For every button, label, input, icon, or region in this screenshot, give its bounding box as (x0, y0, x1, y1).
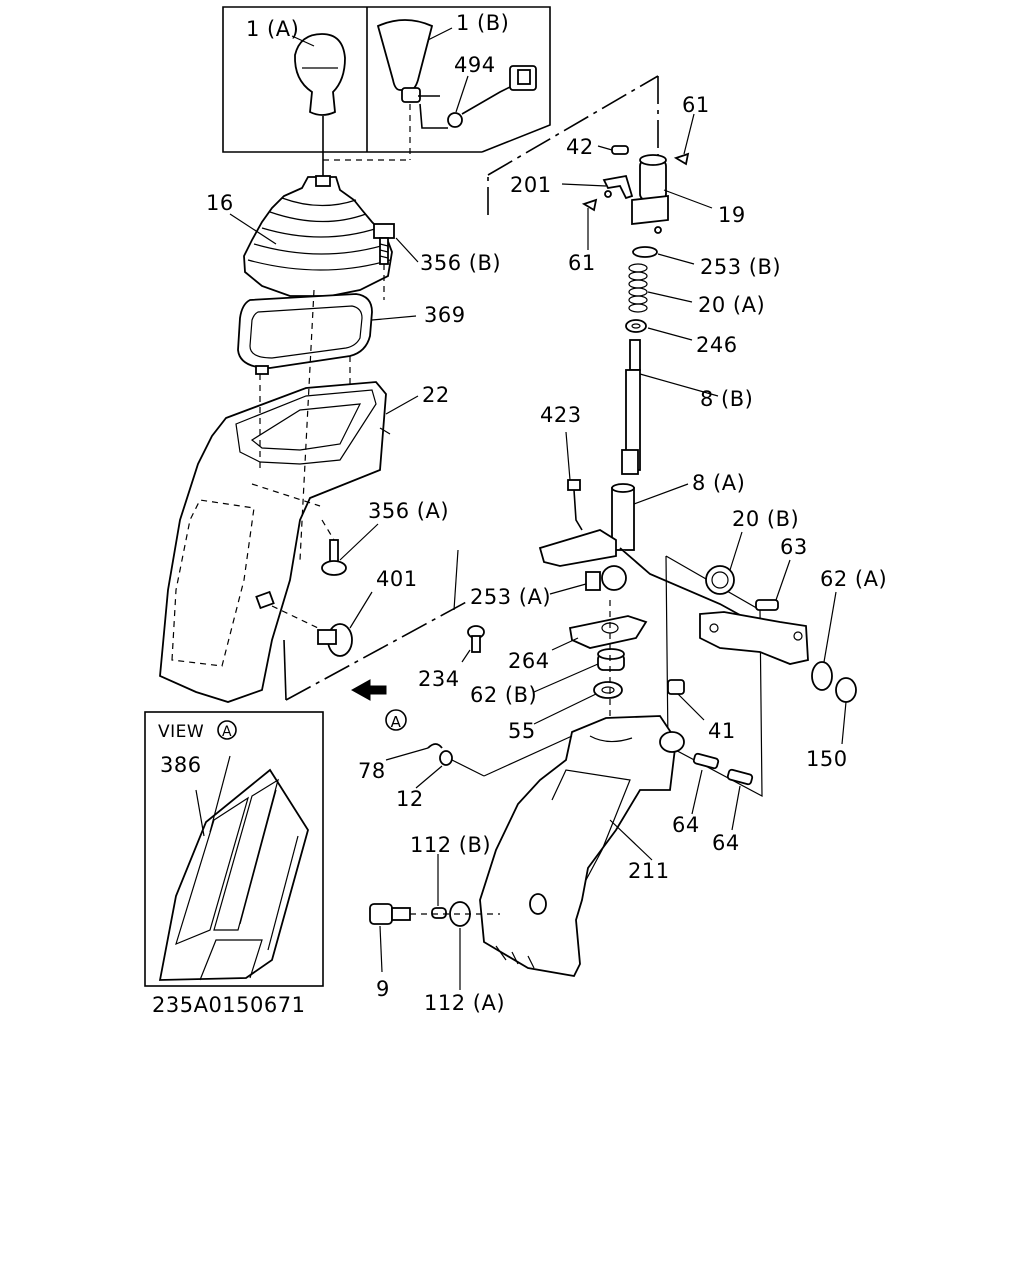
label-22: 22 (422, 383, 450, 407)
label-16: 16 (206, 191, 234, 215)
label-264: 264 (508, 649, 550, 673)
washer-253b (632, 246, 658, 258)
label-211: 211 (628, 859, 670, 883)
label-1b: 1 (B) (456, 11, 509, 35)
label-356b: 356 (B) (420, 251, 501, 275)
washer-12 (439, 750, 453, 766)
view-marker-circle (385, 709, 407, 731)
pin-42 (611, 145, 629, 155)
spring-20a (628, 263, 648, 313)
label-8a: 8 (A) (692, 471, 745, 495)
label-150: 150 (806, 747, 848, 771)
view-marker-letter: A (391, 713, 402, 731)
frame-369 (237, 293, 373, 375)
clip-78 (427, 743, 443, 749)
label-42: 42 (566, 135, 594, 159)
label-201: 201 (510, 173, 552, 197)
screw-61-left (581, 198, 598, 212)
drawing-number: 235A0150671 (152, 993, 305, 1017)
label-386: 386 (160, 753, 202, 777)
label-1a: 1 (A) (246, 17, 299, 41)
nut-41 (667, 679, 685, 695)
label-41: 41 (708, 719, 736, 743)
leader-lines (229, 27, 847, 990)
plate-264 (568, 615, 648, 649)
cap-150 (835, 677, 857, 703)
boot-16 (243, 175, 393, 297)
label-356a: 356 (A) (368, 499, 449, 523)
label-63: 63 (780, 535, 808, 559)
washer-62a (811, 661, 833, 691)
rod-8b (621, 339, 641, 475)
bushing-62b (597, 648, 625, 671)
label-234: 234 (418, 667, 460, 691)
label-9: 9 (376, 977, 390, 1001)
console-22 (159, 289, 391, 703)
label-64-a: 64 (672, 813, 700, 837)
label-246: 246 (696, 333, 738, 357)
label-62b: 62 (B) (470, 683, 537, 707)
bracket-211 (479, 715, 685, 978)
screw-234 (467, 625, 485, 653)
pin-64-b (726, 768, 754, 786)
plate-63 (665, 555, 809, 798)
view-caption-marker: A (222, 724, 232, 740)
seal-55 (593, 681, 623, 699)
label-423: 423 (540, 403, 582, 427)
switch-253a (585, 571, 601, 591)
screw-356a (321, 519, 347, 576)
label-401: 401 (376, 567, 418, 591)
label-55: 55 (508, 719, 536, 743)
label-369: 369 (424, 303, 466, 327)
label-494: 494 (454, 53, 496, 77)
switch-423 (567, 479, 583, 531)
lever-head-19 (602, 154, 669, 234)
label-253b: 253 (B) (700, 255, 781, 279)
label-112b: 112 (B) (410, 833, 491, 857)
washer-246 (625, 319, 647, 333)
pin-64-a (692, 752, 720, 770)
view-arrow (350, 679, 387, 701)
label-19: 19 (718, 203, 746, 227)
label-12: 12 (396, 787, 424, 811)
pin-112b (431, 907, 447, 919)
label-112a: 112 (A) (424, 991, 505, 1015)
bolt-356b (373, 223, 395, 300)
bolt-9 (369, 903, 411, 925)
screw-61-top (673, 152, 690, 166)
label-253a: 253 (A) (470, 585, 551, 609)
label-61-left: 61 (568, 251, 596, 275)
view-a-inset (144, 711, 324, 987)
label-8b: 8 (B) (700, 387, 753, 411)
label-62a: 62 (A) (820, 567, 887, 591)
label-20b: 20 (B) (732, 507, 799, 531)
label-61-top: 61 (682, 93, 710, 117)
lever-8a (538, 483, 761, 627)
label-20a: 20 (A) (698, 293, 765, 317)
view-caption: VIEW (158, 722, 204, 742)
part-labels: 1 (A) 1 (B) 494 61 42 201 19 61 253 (B) … (160, 11, 887, 1015)
label-78: 78 (358, 759, 386, 783)
lamp-401 (255, 590, 353, 657)
label-64-b: 64 (712, 831, 740, 855)
knob-inset (222, 6, 551, 178)
